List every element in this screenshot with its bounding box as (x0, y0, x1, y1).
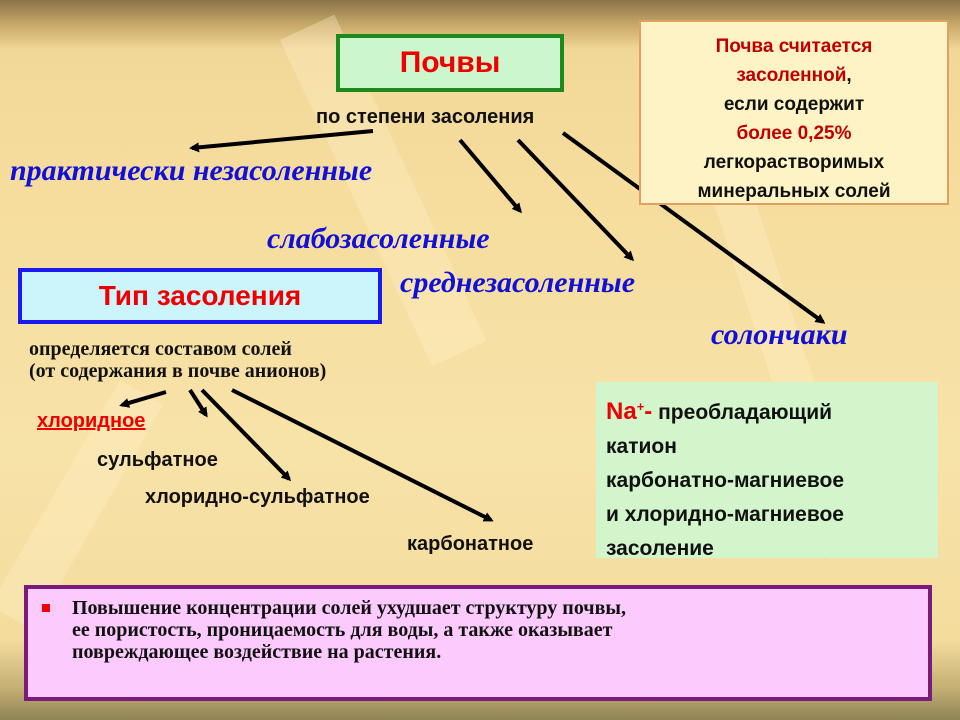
salt-effect-text: Повышение концентрации солей ухудшает ст… (72, 597, 626, 663)
sodium-cation-box: Na+- преобладающий катион карбонатно-маг… (596, 382, 938, 560)
type-sulfate: сульфатное (97, 449, 218, 471)
sodium-ion: Na (606, 398, 637, 425)
arrow-medium-saline (516, 138, 635, 262)
note-line-1: Почва считается (715, 36, 873, 57)
salinity-type-description: определяется составом солей (от содержан… (29, 338, 327, 382)
salinity-definition-note: Почва считается засоленной, если содержи… (639, 20, 949, 205)
type-chloride-sulfate: хлоридно-сульфатное (145, 486, 370, 508)
degree-solonchaki: солончаки (711, 318, 848, 351)
salinity-type-title: Тип засоления (98, 280, 302, 311)
note-line-5: легкорастворимых (703, 152, 885, 173)
soils-title-box: Почвы (336, 34, 564, 92)
arrow-sulfate (188, 388, 208, 418)
soils-title: Почвы (399, 46, 501, 79)
salt-effect-note: Повышение концентрации солей ухудшает ст… (24, 585, 932, 701)
salinity-degree-subtitle: по степени засоления (316, 106, 535, 128)
arrow-slightly-saline (458, 138, 522, 214)
type-chloride: хлоридное (37, 410, 146, 432)
degree-practically-unsalted: практически незасоленные (10, 154, 373, 187)
degree-medium-saline: среднезасоленные (400, 266, 636, 299)
degree-slightly-saline: слабозасоленные (267, 222, 490, 255)
note-line-2: засоленной (736, 65, 847, 86)
salinity-type-box: Тип засоления (18, 268, 382, 324)
note-line-6: минеральных солей (697, 181, 891, 202)
note-line-4: более 0,25% (736, 123, 852, 144)
bullet-icon (42, 604, 50, 612)
type-carbonate: карбонатное (407, 533, 534, 555)
note-line-3: если содержит (723, 94, 865, 115)
